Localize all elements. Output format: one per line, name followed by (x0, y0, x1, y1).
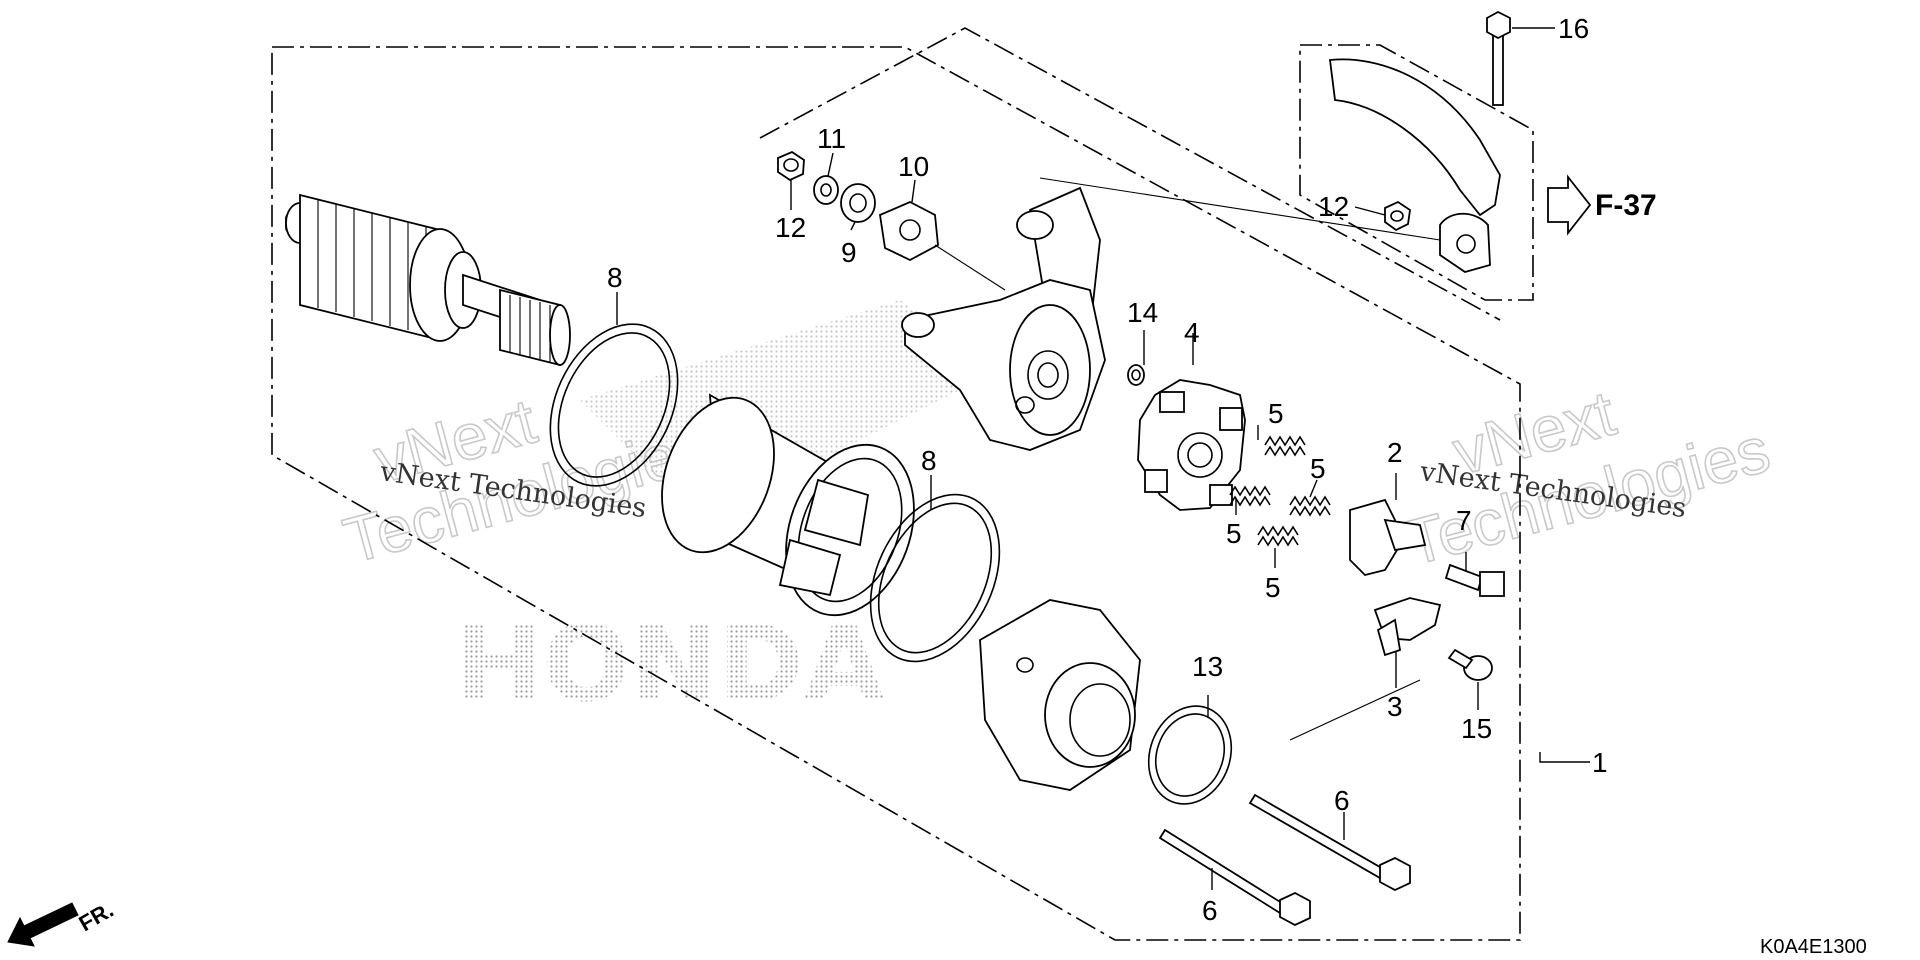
callout-5c[interactable]: 5 (1226, 518, 1242, 549)
callout-10[interactable]: 10 (898, 151, 929, 182)
diagram-code: K0A4E1300 (1760, 936, 1867, 958)
starter-cable (1328, 10, 1511, 273)
callout-numbers: 1 2 3 4 5 5 5 5 6 6 7 8 8 9 10 11 12 12 … (607, 13, 1608, 926)
leader-lines (616, 27, 1590, 890)
armature (285, 193, 571, 367)
callout-12b[interactable]: 12 (1318, 191, 1349, 222)
callout-5d[interactable]: 5 (1265, 572, 1281, 603)
connector-lines (934, 177, 1441, 741)
callout-4[interactable]: 4 (1184, 317, 1200, 348)
f37-reference[interactable]: F-37 (1547, 174, 1657, 236)
callout-6a[interactable]: 6 (1334, 785, 1350, 816)
o-ring-left (549, 323, 679, 487)
reference-label[interactable]: F-37 (1595, 189, 1657, 222)
yoke-housing (661, 393, 915, 617)
callout-8b[interactable]: 8 (921, 445, 937, 476)
watermark-logo: HONDA (455, 603, 884, 725)
callout-5a[interactable]: 5 (1268, 398, 1284, 429)
o-ring-right (869, 493, 1001, 663)
callout-15[interactable]: 15 (1461, 713, 1492, 744)
callout-13[interactable]: 13 (1192, 651, 1223, 682)
callout-5b[interactable]: 5 (1310, 453, 1326, 484)
callout-1[interactable]: 1 (1592, 747, 1608, 778)
callout-14[interactable]: 14 (1127, 297, 1158, 328)
front-indicator: FR. (7, 897, 118, 947)
brush-holder (1137, 379, 1246, 511)
callout-9[interactable]: 9 (841, 237, 857, 268)
callout-6b[interactable]: 6 (1202, 895, 1218, 926)
front-label: FR. (75, 897, 118, 936)
watermark: HONDA vNext Technologies vNext Technolog… (336, 300, 1778, 725)
nut-washer-set (777, 150, 1411, 262)
rear-cover (979, 599, 1141, 791)
washer-14 (1127, 364, 1145, 386)
callout-2[interactable]: 2 (1387, 437, 1403, 468)
front-cover-bracket (901, 186, 1106, 451)
callout-16[interactable]: 16 (1558, 13, 1589, 44)
o-ring-13 (1147, 705, 1233, 805)
springs (1229, 435, 1331, 547)
arrow-right-icon (1547, 174, 1592, 236)
callout-3[interactable]: 3 (1387, 691, 1403, 722)
callout-11[interactable]: 11 (817, 123, 846, 154)
through-bolts (1158, 793, 1411, 927)
callout-12a[interactable]: 12 (775, 212, 806, 243)
arrow-down-left-icon (7, 902, 79, 947)
assembly-boundary (271, 27, 1534, 941)
callout-7[interactable]: 7 (1456, 505, 1472, 536)
callout-8a[interactable]: 8 (607, 262, 623, 293)
terminal-parts (1349, 498, 1505, 681)
